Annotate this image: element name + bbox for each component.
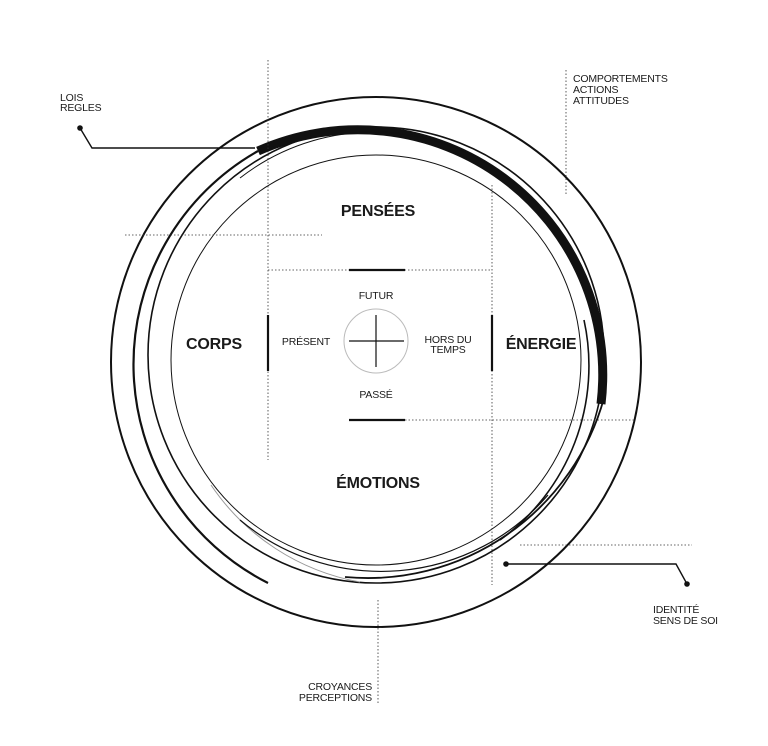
note-actions: ACTIONS xyxy=(573,84,618,96)
bottom-arc-faint xyxy=(210,484,361,583)
note-croyances: CROYANCES xyxy=(308,681,372,693)
note-lois: LOIS xyxy=(60,92,83,104)
outer-ring xyxy=(110,96,642,628)
note-regles: REGLES xyxy=(60,102,102,114)
label-futur: FUTUR xyxy=(359,290,394,302)
label-present: PRÉSENT xyxy=(282,335,331,348)
center-circle xyxy=(343,308,409,374)
note-sens-de-soi: SENS DE SOI xyxy=(653,615,718,627)
label-pensees: PENSÉES xyxy=(341,201,416,220)
note-comportements: COMPORTEMENTS xyxy=(573,73,668,85)
bottom-arc-right xyxy=(344,397,605,579)
label-hors-du: HORS DU xyxy=(424,334,471,346)
inner-ring xyxy=(170,154,582,566)
left-arc xyxy=(132,150,269,584)
thick-arc xyxy=(256,125,608,405)
note-identite: IDENTITÉ xyxy=(653,603,699,616)
label-energie: ÉNERGIE xyxy=(506,334,577,353)
label-emotions: ÉMOTIONS xyxy=(336,473,420,492)
bottom-arc-inner xyxy=(239,494,549,572)
leader-dot-bottom-right xyxy=(503,561,509,567)
upper-inner-arc xyxy=(239,131,546,216)
label-corps: CORPS xyxy=(186,336,242,353)
note-perceptions: PERCEPTIONS xyxy=(299,692,372,704)
inner-right-arc xyxy=(499,319,590,541)
leader-top-left xyxy=(79,127,255,149)
leader-dot-top-left xyxy=(77,125,83,131)
label-passe: PASSÉ xyxy=(359,388,392,401)
leader-bottom-right xyxy=(506,563,688,585)
label-temps: TEMPS xyxy=(430,344,465,356)
leader-dot-end-right xyxy=(684,581,690,587)
note-attitudes: ATTITUDES xyxy=(573,95,629,107)
